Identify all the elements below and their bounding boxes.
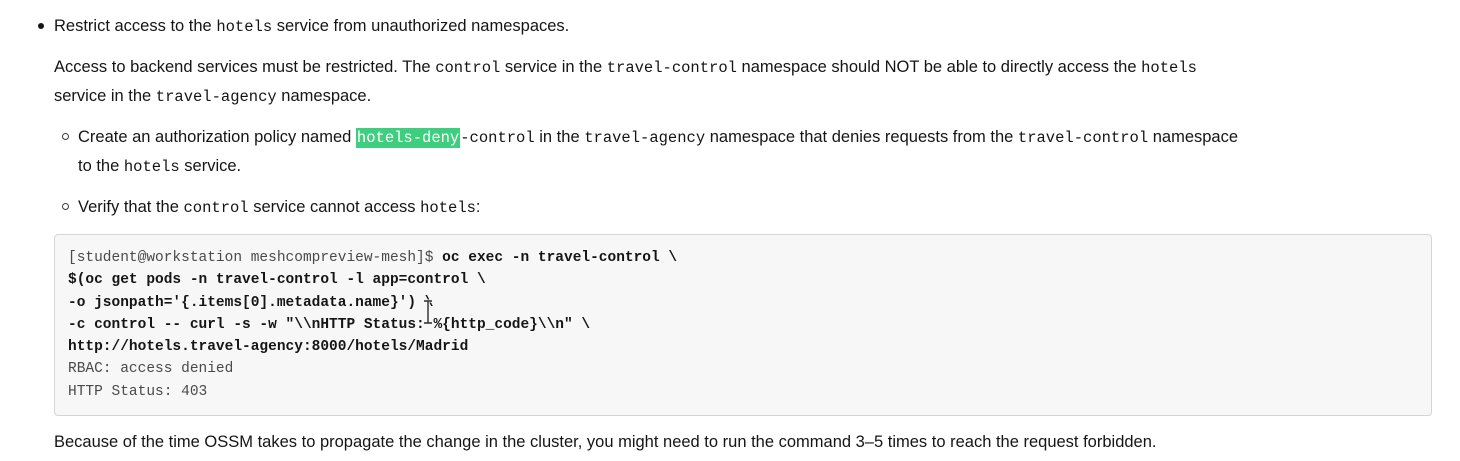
text-segment: to the (78, 157, 124, 175)
paragraph-ossm-note: Because of the time OSSM takes to propag… (54, 428, 1460, 456)
shell-command: -c control -- curl -s -w "\\nHTTP Status… (68, 316, 591, 333)
text-segment: Restrict access to the (54, 17, 217, 35)
shell-command: -o jsonpath='{.items[0].metadata.name}')… (68, 294, 434, 311)
text-segment: Create an authorization policy named (78, 128, 356, 146)
selected-highlight-text: hotels-deny (355, 128, 461, 148)
text-segment: Because of the time OSSM takes to propag… (54, 433, 1157, 452)
inline-code: travel-control (606, 59, 737, 77)
text-segment: service. (179, 157, 242, 175)
code-line: -o jsonpath='{.items[0].metadata.name}')… (68, 292, 1419, 314)
inline-code: hotels (123, 158, 180, 176)
text-line: service in the travel-agency namespace. (54, 82, 1460, 111)
inline-code: -control (460, 129, 535, 147)
text-line: to the hotels service. (78, 152, 1460, 181)
shell-prompt: [student@workstation meshcompreview-mesh… (68, 250, 443, 266)
text-line: Verify that the control service cannot a… (78, 193, 1460, 222)
list-item-text: Verify that the control service cannot a… (78, 193, 1460, 222)
inline-code: control (183, 199, 249, 217)
shell-command: oc exec -n travel-control \ (442, 250, 678, 266)
code-line: -c control -- curl -s -w "\\nHTTP Status… (68, 314, 1419, 336)
code-line: $(oc get pods -n travel-control -l app=c… (68, 269, 1419, 291)
inline-code: travel-agency (584, 129, 706, 147)
inline-code: hotels (420, 199, 476, 217)
shell-command: http://hotels.travel-agency:8000/hotels/… (68, 339, 469, 356)
text-line: Access to backend services must be restr… (54, 53, 1460, 82)
text-segment: Access to backend services must be restr… (54, 58, 436, 76)
bullet-circle-icon (62, 133, 69, 140)
list-item-restrict-access: Restrict access to the hotels service fr… (38, 12, 1460, 41)
list-item-verify: Verify that the control service cannot a… (62, 193, 1460, 222)
text-segment: namespace (1148, 128, 1239, 146)
text-segment: Verify that the (78, 198, 184, 216)
shell-output: HTTP Status: 403 (68, 383, 208, 400)
list-item-text: Restrict access to the hotels service fr… (54, 12, 1460, 41)
inline-code: travel-control (1017, 129, 1149, 147)
inline-code: hotels (216, 18, 273, 36)
bullet-marker-column (38, 12, 54, 41)
code-line: RBAC: access denied (68, 358, 1419, 380)
text-line: Create an authorization policy named hot… (78, 123, 1460, 152)
bullet-marker-column (62, 123, 78, 181)
inline-code: travel-agency (155, 88, 277, 106)
text-segment: namespace that denies requests from the (705, 128, 1018, 146)
text-segment: service cannot access (248, 198, 421, 216)
list-item-create-policy: Create an authorization policy named hot… (62, 123, 1460, 181)
shell-command: $(oc get pods -n travel-control -l app=c… (68, 272, 486, 289)
bullet-marker-column (62, 193, 78, 222)
text-segment: service in the (500, 58, 607, 76)
text-segment: namespace should NOT be able to directly… (736, 58, 1142, 76)
list-item-text: Create an authorization policy named hot… (78, 123, 1460, 181)
code-line: HTTP Status: 403 (68, 381, 1419, 403)
text-line: Restrict access to the hotels service fr… (54, 12, 1460, 41)
text-line: Because of the time OSSM takes to propag… (54, 428, 1460, 456)
terminal-code-block: [student@workstation meshcompreview-mesh… (54, 234, 1432, 417)
text-segment: service from unauthorized namespaces. (272, 17, 570, 35)
text-segment: in the (534, 128, 585, 146)
bullet-circle-icon (62, 203, 69, 210)
code-line: http://hotels.travel-agency:8000/hotels/… (68, 336, 1419, 358)
inline-code: control (435, 59, 501, 77)
paragraph-access-backend: Access to backend services must be restr… (54, 53, 1460, 111)
text-segment: service in the (54, 87, 156, 105)
shell-output: RBAC: access denied (68, 361, 234, 378)
text-segment: namespace. (276, 87, 372, 105)
code-line: [student@workstation meshcompreview-mesh… (68, 247, 1419, 269)
text-segment: : (475, 198, 481, 216)
inline-code: hotels (1141, 59, 1197, 77)
bullet-disc-icon (38, 23, 44, 29)
